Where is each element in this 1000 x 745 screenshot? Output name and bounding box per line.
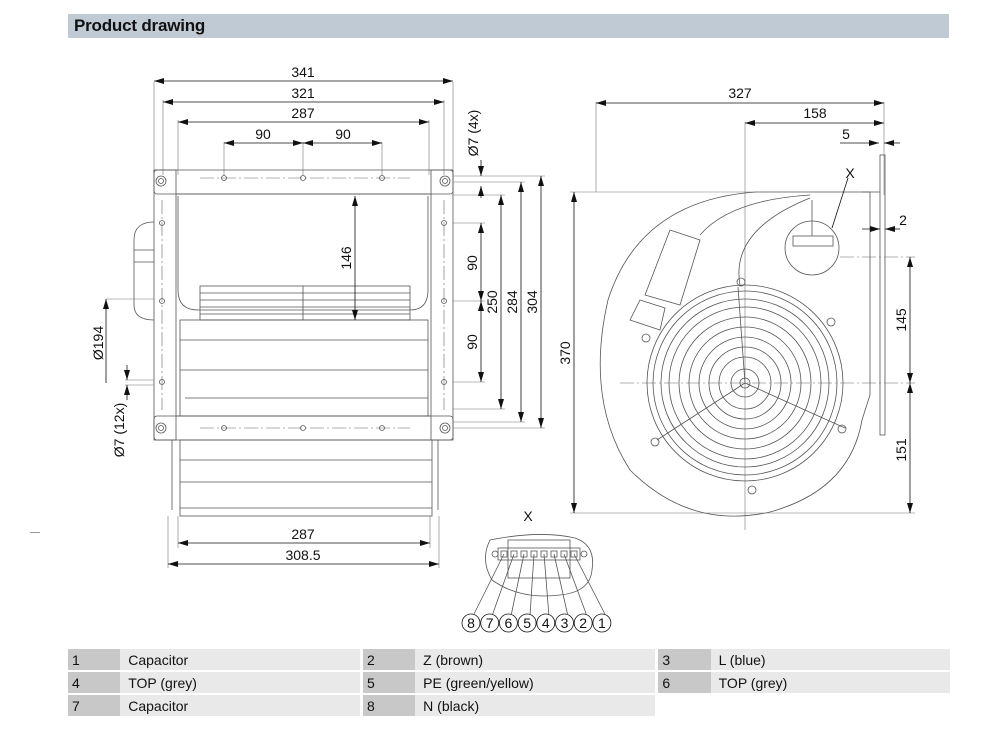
dim-158: 158 (803, 105, 827, 121)
terminal-callout-circle (573, 613, 593, 633)
dim-308-5: 308.5 (285, 547, 320, 563)
terminal-callout-circle (480, 613, 500, 633)
table-row: 7 Capacitor 8 N (black) (68, 695, 950, 716)
legend-num: 8 (362, 695, 416, 716)
dim-284: 284 (504, 290, 520, 314)
terminal-callout-circle (592, 613, 612, 633)
terminal-callout-circle (517, 613, 537, 633)
terminal-leader-line (529, 553, 535, 615)
dim-diameter-194: Ø194 (90, 326, 106, 360)
dim-250: 250 (484, 290, 500, 314)
detail-x-marker: X (845, 165, 855, 181)
terminal-callout-circle (555, 613, 574, 633)
dim-304: 304 (524, 290, 540, 314)
terminal-legend-table: 1 Capacitor 2 Z (brown) 3 L (blue) 4 TOP… (68, 647, 950, 718)
terminal-pin (550, 550, 558, 558)
terminal-pin (570, 550, 578, 558)
dim-287-top: 287 (291, 105, 315, 121)
legend-label: L (blue) (710, 649, 950, 670)
terminal-pin (520, 550, 528, 558)
legend-label: TOP (grey) (710, 672, 950, 693)
terminal-number: 5 (523, 615, 531, 631)
legend-num: 1 (68, 649, 121, 670)
legend-num: 6 (658, 672, 711, 693)
legend-label: Capacitor (120, 649, 360, 670)
dim-341: 341 (291, 64, 315, 80)
terminal-leader-line (553, 553, 568, 615)
terminal-number: 6 (505, 615, 513, 631)
dim-90-left: 90 (255, 126, 271, 142)
dim-146: 146 (338, 246, 354, 270)
terminal-leader-line (573, 553, 606, 615)
legend-label: PE (green/yellow) (415, 672, 656, 693)
terminal-number: 4 (542, 615, 550, 631)
dim-90-upper: 90 (464, 255, 480, 271)
dim-151: 151 (893, 438, 909, 462)
legend-label: N (black) (415, 695, 656, 716)
dim-90-right: 90 (335, 126, 351, 142)
terminal-leader-line (511, 553, 525, 615)
terminal-number: 1 (598, 615, 606, 631)
side-view: 327 158 5 (557, 85, 915, 530)
terminal-leader-line (543, 553, 550, 615)
terminal-pin (560, 550, 568, 558)
table-row: 4 TOP (grey) 5 PE (green/yellow) 6 TOP (… (68, 672, 950, 693)
margin-mark (30, 532, 40, 533)
front-view: 341 321 287 90 90 (90, 64, 545, 568)
legend-num: 5 (362, 672, 416, 693)
terminal-leader-line (473, 553, 505, 615)
section-header: Product drawing (68, 14, 949, 38)
dim-2: 2 (899, 212, 907, 228)
dim-hole-4x: Ø7 (4x) (465, 110, 481, 157)
dim-hole-12x: Ø7 (12x) (111, 403, 127, 457)
legend-label: TOP (grey) (120, 672, 360, 693)
terminal-number: 8 (467, 615, 475, 631)
inlet-grille (641, 277, 847, 495)
terminal-number: 3 (561, 615, 569, 631)
table-row: 1 Capacitor 2 Z (brown) 3 L (blue) (68, 649, 950, 670)
detail-x-title: X (523, 508, 533, 524)
dim-287-bottom: 287 (291, 526, 315, 542)
legend-num: 2 (362, 649, 416, 670)
terminal-pin (540, 550, 548, 558)
terminal-pin (510, 550, 518, 558)
dim-145: 145 (893, 308, 909, 332)
terminal-callout-circle (536, 613, 556, 633)
legend-num: 7 (68, 695, 121, 716)
legend-label: Z (brown) (415, 649, 656, 670)
dim-370: 370 (557, 341, 573, 365)
dim-327: 327 (728, 85, 752, 101)
section-title: Product drawing (74, 16, 206, 35)
terminal-callout-circle (498, 613, 518, 633)
terminal-callout-circle (461, 613, 481, 633)
legend-num: 3 (658, 649, 711, 670)
dim-90-lower: 90 (464, 334, 480, 350)
legend-num: 4 (68, 672, 121, 693)
terminal-pin (530, 550, 538, 558)
dim-321: 321 (291, 85, 315, 101)
terminal-leader-line (492, 553, 515, 615)
legend-label: Capacitor (120, 695, 360, 716)
terminal-pin (500, 550, 508, 558)
dim-5: 5 (842, 126, 850, 142)
terminal-number: 2 (579, 615, 587, 631)
terminal-leader-line (563, 553, 587, 615)
terminal-number: 7 (486, 615, 494, 631)
